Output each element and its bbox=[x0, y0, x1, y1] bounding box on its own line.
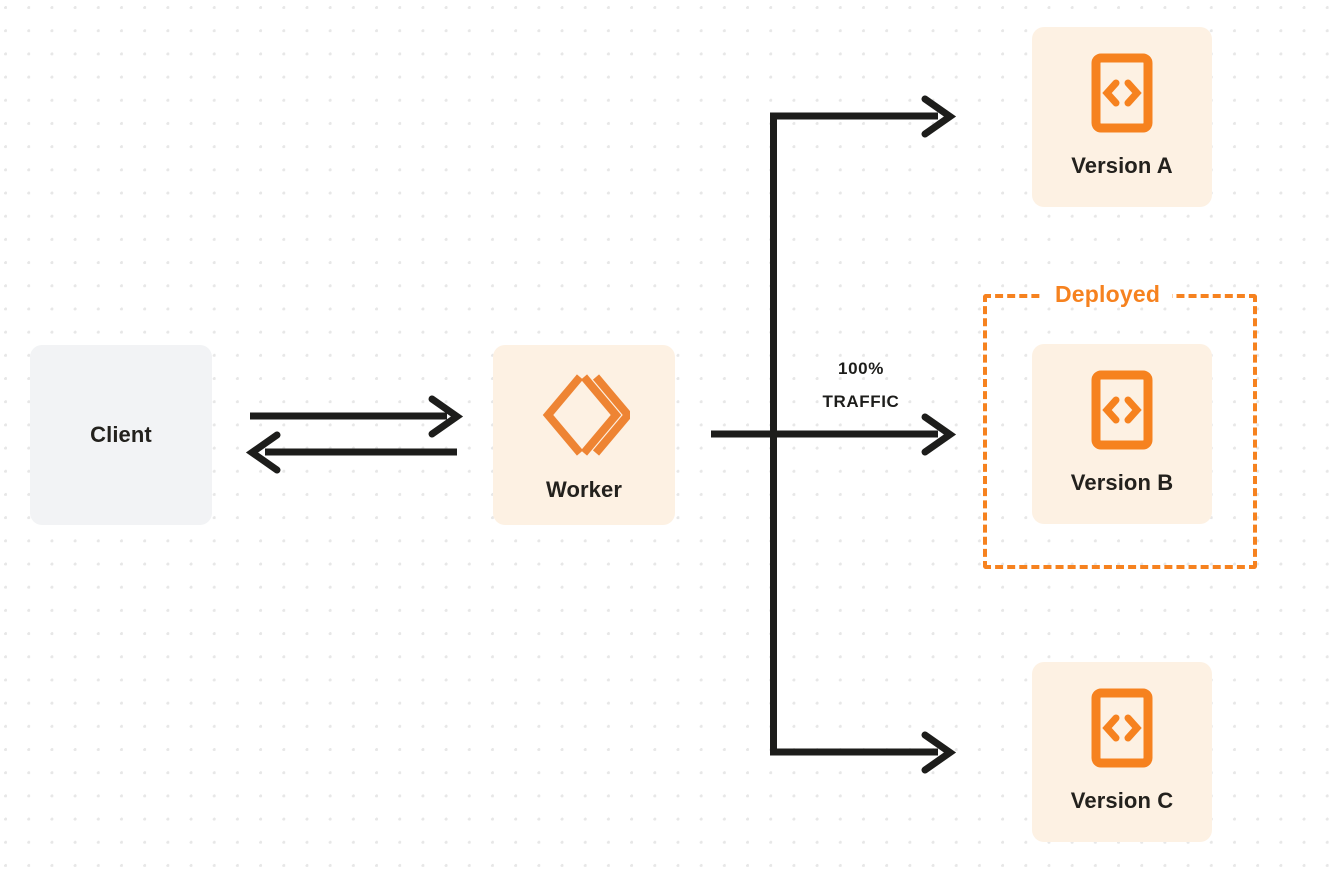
node-version-a-label: Version A bbox=[1071, 153, 1173, 178]
arrow-trunk-worker-to-versions bbox=[711, 95, 957, 774]
node-version-b-label: Version B bbox=[1070, 470, 1174, 495]
code-document-icon bbox=[1091, 53, 1153, 133]
cloudflare-workers-logo-icon bbox=[538, 371, 634, 459]
deployed-group-label: Deployed bbox=[1043, 281, 1173, 307]
traffic-percent: 100% bbox=[838, 359, 884, 378]
traffic-label: 100% TRAFFIC bbox=[788, 352, 934, 418]
arrow-client-to-worker bbox=[250, 395, 464, 438]
node-worker-label: Worker bbox=[546, 477, 622, 502]
code-document-icon bbox=[1091, 370, 1153, 450]
code-document-icon bbox=[1091, 688, 1153, 768]
node-client-label: Client bbox=[90, 422, 152, 447]
node-version-a[interactable]: Version A bbox=[1032, 27, 1212, 207]
node-client[interactable]: Client bbox=[30, 345, 212, 525]
traffic-unit: TRAFFIC bbox=[822, 392, 900, 411]
node-worker[interactable]: Worker bbox=[493, 345, 675, 525]
node-version-c[interactable]: Version C bbox=[1032, 662, 1212, 842]
node-version-b[interactable]: Version B bbox=[1032, 344, 1212, 524]
node-version-c-label: Version C bbox=[1070, 788, 1174, 813]
arrow-worker-to-client bbox=[245, 431, 457, 474]
